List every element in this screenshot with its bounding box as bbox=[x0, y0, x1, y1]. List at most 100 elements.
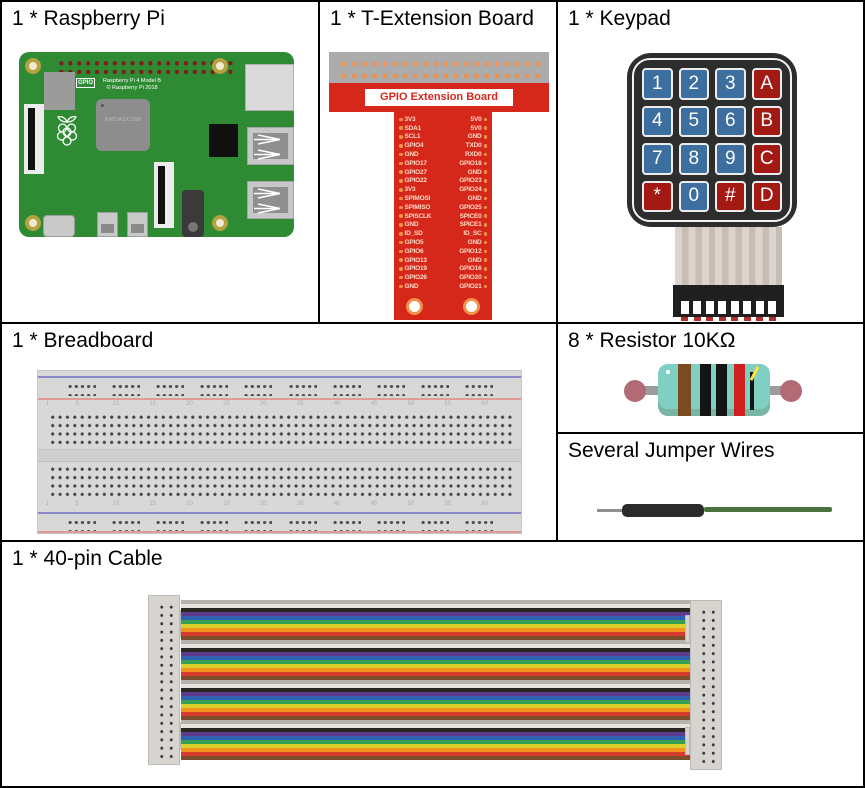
column-number: 60 bbox=[481, 401, 489, 407]
rail-dot-group bbox=[374, 516, 405, 532]
column-number: 55 bbox=[444, 401, 452, 407]
keypad-key: 0 bbox=[678, 180, 709, 212]
pin-dot bbox=[399, 267, 403, 271]
rail-dot-group bbox=[66, 516, 96, 532]
keypad-key: 8 bbox=[678, 143, 709, 175]
column-number: 35 bbox=[296, 401, 304, 407]
pin-label-right: GPIO24 bbox=[459, 186, 482, 194]
rail-dot-group bbox=[462, 380, 493, 396]
column-number: 45 bbox=[370, 401, 378, 407]
broadcom-soc-chip: BROADCOM bbox=[96, 99, 150, 151]
pin-dot bbox=[483, 188, 487, 192]
extension-board-label: GPIO Extension Board bbox=[365, 89, 513, 106]
connector-pin bbox=[730, 301, 739, 314]
pin-dot bbox=[483, 214, 487, 218]
ribbon-wire bbox=[181, 600, 690, 604]
resistor-band bbox=[678, 364, 691, 416]
column-number: 10 bbox=[112, 401, 120, 407]
jumper-wire-sleeve bbox=[622, 504, 704, 517]
keypad-key: 5 bbox=[678, 105, 709, 137]
cell-raspberry-pi: 1 * Raspberry Pi GPIO Raspberry Pi 4 Mod… bbox=[2, 2, 320, 324]
rail-dot-group bbox=[286, 380, 317, 396]
rail-dot-group bbox=[154, 380, 185, 396]
pin-label-left: SCL1 bbox=[404, 133, 421, 141]
column-number: 40 bbox=[333, 401, 341, 407]
pin-label-left: GPIO4 bbox=[404, 142, 424, 150]
pin-label-left: SPIMOSI bbox=[404, 195, 431, 203]
ribbon-wire bbox=[181, 692, 690, 696]
column-number: 50 bbox=[407, 501, 415, 507]
connector-pin bbox=[693, 301, 702, 314]
resistor-band bbox=[716, 364, 727, 416]
pin-dot bbox=[399, 223, 403, 227]
pin-dot bbox=[399, 284, 403, 289]
column-number: 15 bbox=[149, 501, 156, 507]
mounting-hole bbox=[463, 298, 480, 315]
rail-dot-group bbox=[418, 380, 449, 396]
keypad-connector-pins bbox=[681, 301, 776, 314]
pin-label-right: GPIO18 bbox=[459, 159, 482, 167]
ribbon-wire bbox=[181, 636, 690, 640]
ribbon-wire bbox=[181, 744, 690, 748]
pin-dot bbox=[483, 223, 487, 227]
connector-pin-tip bbox=[681, 317, 688, 321]
rail-dot-group bbox=[462, 516, 493, 532]
resistor-glint bbox=[666, 370, 670, 374]
pin-label-left: GND bbox=[404, 283, 419, 291]
pin-label-left: GPIO22 bbox=[404, 177, 427, 185]
keypad-ribbon-cable bbox=[675, 227, 782, 285]
power-rail-holes bbox=[66, 380, 493, 396]
pin-dot bbox=[483, 135, 487, 139]
ext-pin-row: SPIMOSI GND bbox=[394, 194, 492, 203]
cell-resistor: 8 * Resistor 10KΩ bbox=[558, 324, 863, 434]
rail-dot-group bbox=[66, 380, 96, 396]
rail-dot-group bbox=[330, 516, 361, 532]
pin-dot bbox=[483, 205, 487, 210]
pin-dot bbox=[483, 144, 487, 148]
rail-dot-group bbox=[418, 516, 449, 532]
pin-dot bbox=[483, 240, 487, 245]
keypad-key: # bbox=[715, 180, 746, 212]
ribbon-wire bbox=[181, 704, 690, 708]
ribbon-wire bbox=[181, 624, 690, 628]
mounting-hole bbox=[212, 58, 228, 74]
ribbon-wire bbox=[181, 748, 690, 752]
resistor-body bbox=[658, 364, 770, 416]
mounting-hole bbox=[212, 215, 228, 231]
terminal-block-bottom bbox=[48, 463, 513, 501]
keypad-key: 7 bbox=[642, 143, 673, 175]
pin-dot bbox=[483, 161, 487, 166]
connector-pin bbox=[681, 301, 689, 314]
ethernet-port bbox=[245, 64, 294, 111]
pin-dot bbox=[483, 196, 487, 201]
keypad-key: * bbox=[642, 180, 673, 212]
pin-label-right: GND bbox=[467, 195, 482, 203]
keypad-key: 3 bbox=[715, 68, 746, 100]
ribbon-wire bbox=[181, 736, 690, 740]
pin-dot bbox=[483, 232, 487, 236]
keypad-inner-outline bbox=[632, 58, 792, 222]
ribbon-wire bbox=[181, 628, 690, 632]
rail-dot-group bbox=[374, 380, 405, 396]
pin-dot bbox=[399, 144, 403, 148]
ribbon-wire bbox=[181, 644, 690, 648]
pin-label-left: GND bbox=[404, 151, 419, 159]
pin-label-right: GPIO20 bbox=[459, 274, 482, 282]
column-number: 55 bbox=[444, 501, 452, 507]
ribbon-wire bbox=[181, 632, 690, 636]
pin-label-right: SPICE0 bbox=[459, 212, 482, 220]
ribbon-wire bbox=[181, 652, 690, 656]
pin-label-right: GPIO25 bbox=[459, 203, 482, 211]
